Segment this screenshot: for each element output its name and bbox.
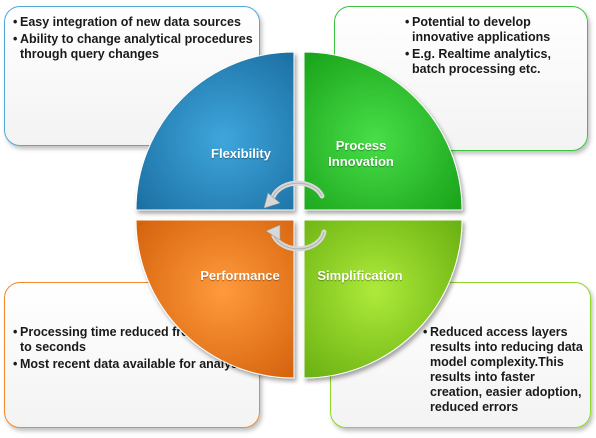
simplification-label: Simplification bbox=[317, 268, 403, 283]
process-innovation-segment bbox=[303, 51, 463, 211]
flexibility-segment bbox=[135, 51, 295, 211]
list-item: •Ability to change analytical procedures… bbox=[13, 32, 253, 61]
process-innovation-notes-box: •Potential to develop innovative applica… bbox=[334, 6, 588, 151]
list-item: •Reduced access layers results into redu… bbox=[423, 325, 583, 414]
flexibility-label: Flexibility bbox=[211, 146, 271, 161]
performance-label: Performance bbox=[200, 268, 280, 283]
list-item: •Easy integration of new data sources bbox=[13, 15, 241, 29]
list-item: •Most recent data available for analysis bbox=[13, 357, 249, 371]
list-item: •E.g. Realtime analytics, batch processi… bbox=[405, 47, 551, 76]
cycle-arrows-icon bbox=[263, 180, 327, 252]
simplification-segment bbox=[303, 219, 463, 379]
performance-segment bbox=[135, 219, 295, 379]
process-innovation-label: Process Innovation bbox=[328, 138, 394, 169]
list-item: •Potential to develop innovative applica… bbox=[405, 15, 551, 44]
